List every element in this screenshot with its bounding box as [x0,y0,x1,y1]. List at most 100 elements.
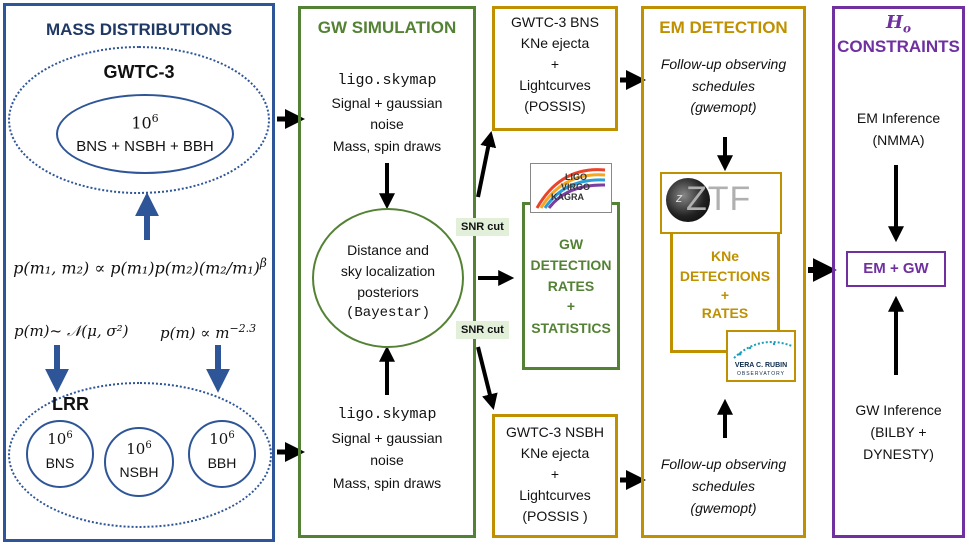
ztf-logo-disc [666,178,710,222]
bns-line1: GWTC-3 BNS [511,14,599,30]
em-title: EM DETECTION [659,18,788,37]
ztf-logo-small: z [676,190,683,205]
bns-line3: + [550,56,560,72]
lrr-nsbh-count: 106 [104,440,174,458]
bns-line5: (POSSIS) [524,98,586,114]
em-inference-line1: EM Inference [856,110,941,126]
bns-line4: Lightcurves [519,77,591,93]
h0-title-symbol: Ho [832,12,965,36]
h0-symbol-sub: o [903,21,912,36]
posterior-line2: sky localization [340,263,436,279]
em-gw-combined-box: EM + GW [846,251,946,287]
nsbh-line1: GWTC-3 NSBH [506,424,604,440]
nsbh-line2: KNe ejecta [520,445,590,461]
nsbh-line3: + [550,466,560,482]
lrr-bbh-type: BBH [207,455,237,471]
em-bottom-line1: Follow-up observing [660,456,787,472]
rates-line2: DETECTION [530,257,612,273]
arrow-to-bns [476,130,497,198]
rubin-logo-sub: OBSERVATORY [736,371,786,377]
em-inference-line2: (NMMA) [872,132,925,148]
h0-constraints-panel [832,6,965,538]
em-top-line2: schedules [691,78,756,94]
lrr-label: LRR [52,394,89,414]
gwtc3-count-exp: 6 [151,112,159,125]
power-law-formula: p(m) ∝ m−2.3 [160,322,256,342]
gw-inference-line2: (BILBY + [870,424,927,440]
gw-bottom-line1: Signal + gaussian [331,430,443,446]
gw-bottom-line3: Mass, spin draws [332,475,442,491]
gwtc3-types: BNS + NSBH + BBH [76,138,214,155]
lrr-bbh-count-base: 10 [209,430,229,448]
rubin-logo: VERA C. RUBIN OBSERVATORY [726,330,796,382]
lrr-bns-circle [26,420,94,488]
lrr-nsbh-type: NSBH [119,464,159,480]
rates-line5: STATISTICS [531,320,611,336]
gw-top-tool: ligo.skymap [337,72,437,89]
lrr-bbh-count-exp: 6 [228,430,235,441]
em-bottom-line2: schedules [691,478,756,494]
ztf-logo-text: ZTF [686,180,752,218]
gw-simulation-panel [298,6,476,538]
gw-inference-line1: GW Inference [855,402,942,418]
rates-line1: GW [558,236,584,252]
posterior-tool: (Bayestar) [345,305,430,321]
lrr-nsbh-count-base: 10 [126,440,146,458]
rubin-logo-text: VERA C. RUBIN [734,362,788,369]
kne-line4: RATES [701,305,749,321]
lrr-bbh-count: 106 [188,430,256,448]
power-formula-exp: −2.3 [229,322,257,335]
nsbh-kne-box [492,414,618,538]
em-top-line1: Follow-up observing [660,56,787,72]
lvk-logo: LIGO VIRGO KAGRA [530,163,612,213]
lvk-logo-ligo: LIGO [565,172,587,182]
em-top-line3: (gwemopt) [690,99,757,115]
ztf-logo: z ZTF [660,172,782,234]
kne-line2: DETECTIONS [679,268,771,284]
bns-line2: KNe ejecta [520,35,590,51]
lvk-logo-kagra: KAGRA [551,192,584,202]
snr-cut-bottom: SNR cut [456,321,509,339]
gw-inference-line3: DYNESTY) [863,446,934,462]
lrr-outer-ellipse [8,382,272,528]
mass-distributions-panel [3,3,275,542]
pair-formula-exp: β [259,256,267,270]
normal-formula: p(m)~ 𝒩(μ, σ²) [14,322,129,340]
bns-kne-box [492,6,618,131]
pair-formula-text: p(m₁, m₂) ∝ p(m₁)p(m₂)(m₂/m₁) [13,258,260,278]
gw-top-line1: Signal + gaussian [331,95,443,111]
lrr-bns-count-exp: 6 [66,430,73,441]
kne-line1: KNe [710,248,739,264]
mass-title: MASS DISTRIBUTIONS [45,20,233,39]
posterior-ellipse [312,208,464,348]
em-detection-panel [641,6,806,538]
rates-line4: + [566,298,576,314]
gwtc3-outer-ellipse [8,46,270,194]
posterior-line3: posteriors [357,284,419,300]
gwtc3-inner-ellipse [56,94,234,174]
snr-cut-top: SNR cut [456,218,509,236]
em-gw-combined-label: EM + GW [863,260,929,277]
posterior-line1: Distance and [347,242,429,258]
lrr-nsbh-circle [104,427,174,497]
gw-bottom-line2: noise [370,452,404,468]
lvk-logo-virgo: VIRGO [561,182,591,192]
rates-line3: RATES [547,278,595,294]
gwtc3-label: GWTC-3 [103,62,175,82]
gwtc3-count: 106 [56,112,234,132]
nsbh-line4: Lightcurves [519,487,591,503]
lvk-logo-arcs [535,168,606,209]
lrr-bns-type: BNS [45,455,75,471]
rubin-logo-arc [733,341,793,359]
lrr-bns-count: 106 [26,430,94,448]
h0-symbol-text: H [885,12,903,33]
gw-top-line2: noise [370,116,404,132]
gw-title: GW SIMULATION [317,18,457,37]
em-bottom-line3: (gwemopt) [690,500,757,516]
gw-top-line3: Mass, spin draws [332,138,442,154]
power-formula-text: p(m) ∝ m [160,324,230,342]
h0-title: CONSTRAINTS [837,37,960,56]
nsbh-line5: (POSSIS ) [522,508,588,524]
arrow-to-nsbh [476,346,498,410]
